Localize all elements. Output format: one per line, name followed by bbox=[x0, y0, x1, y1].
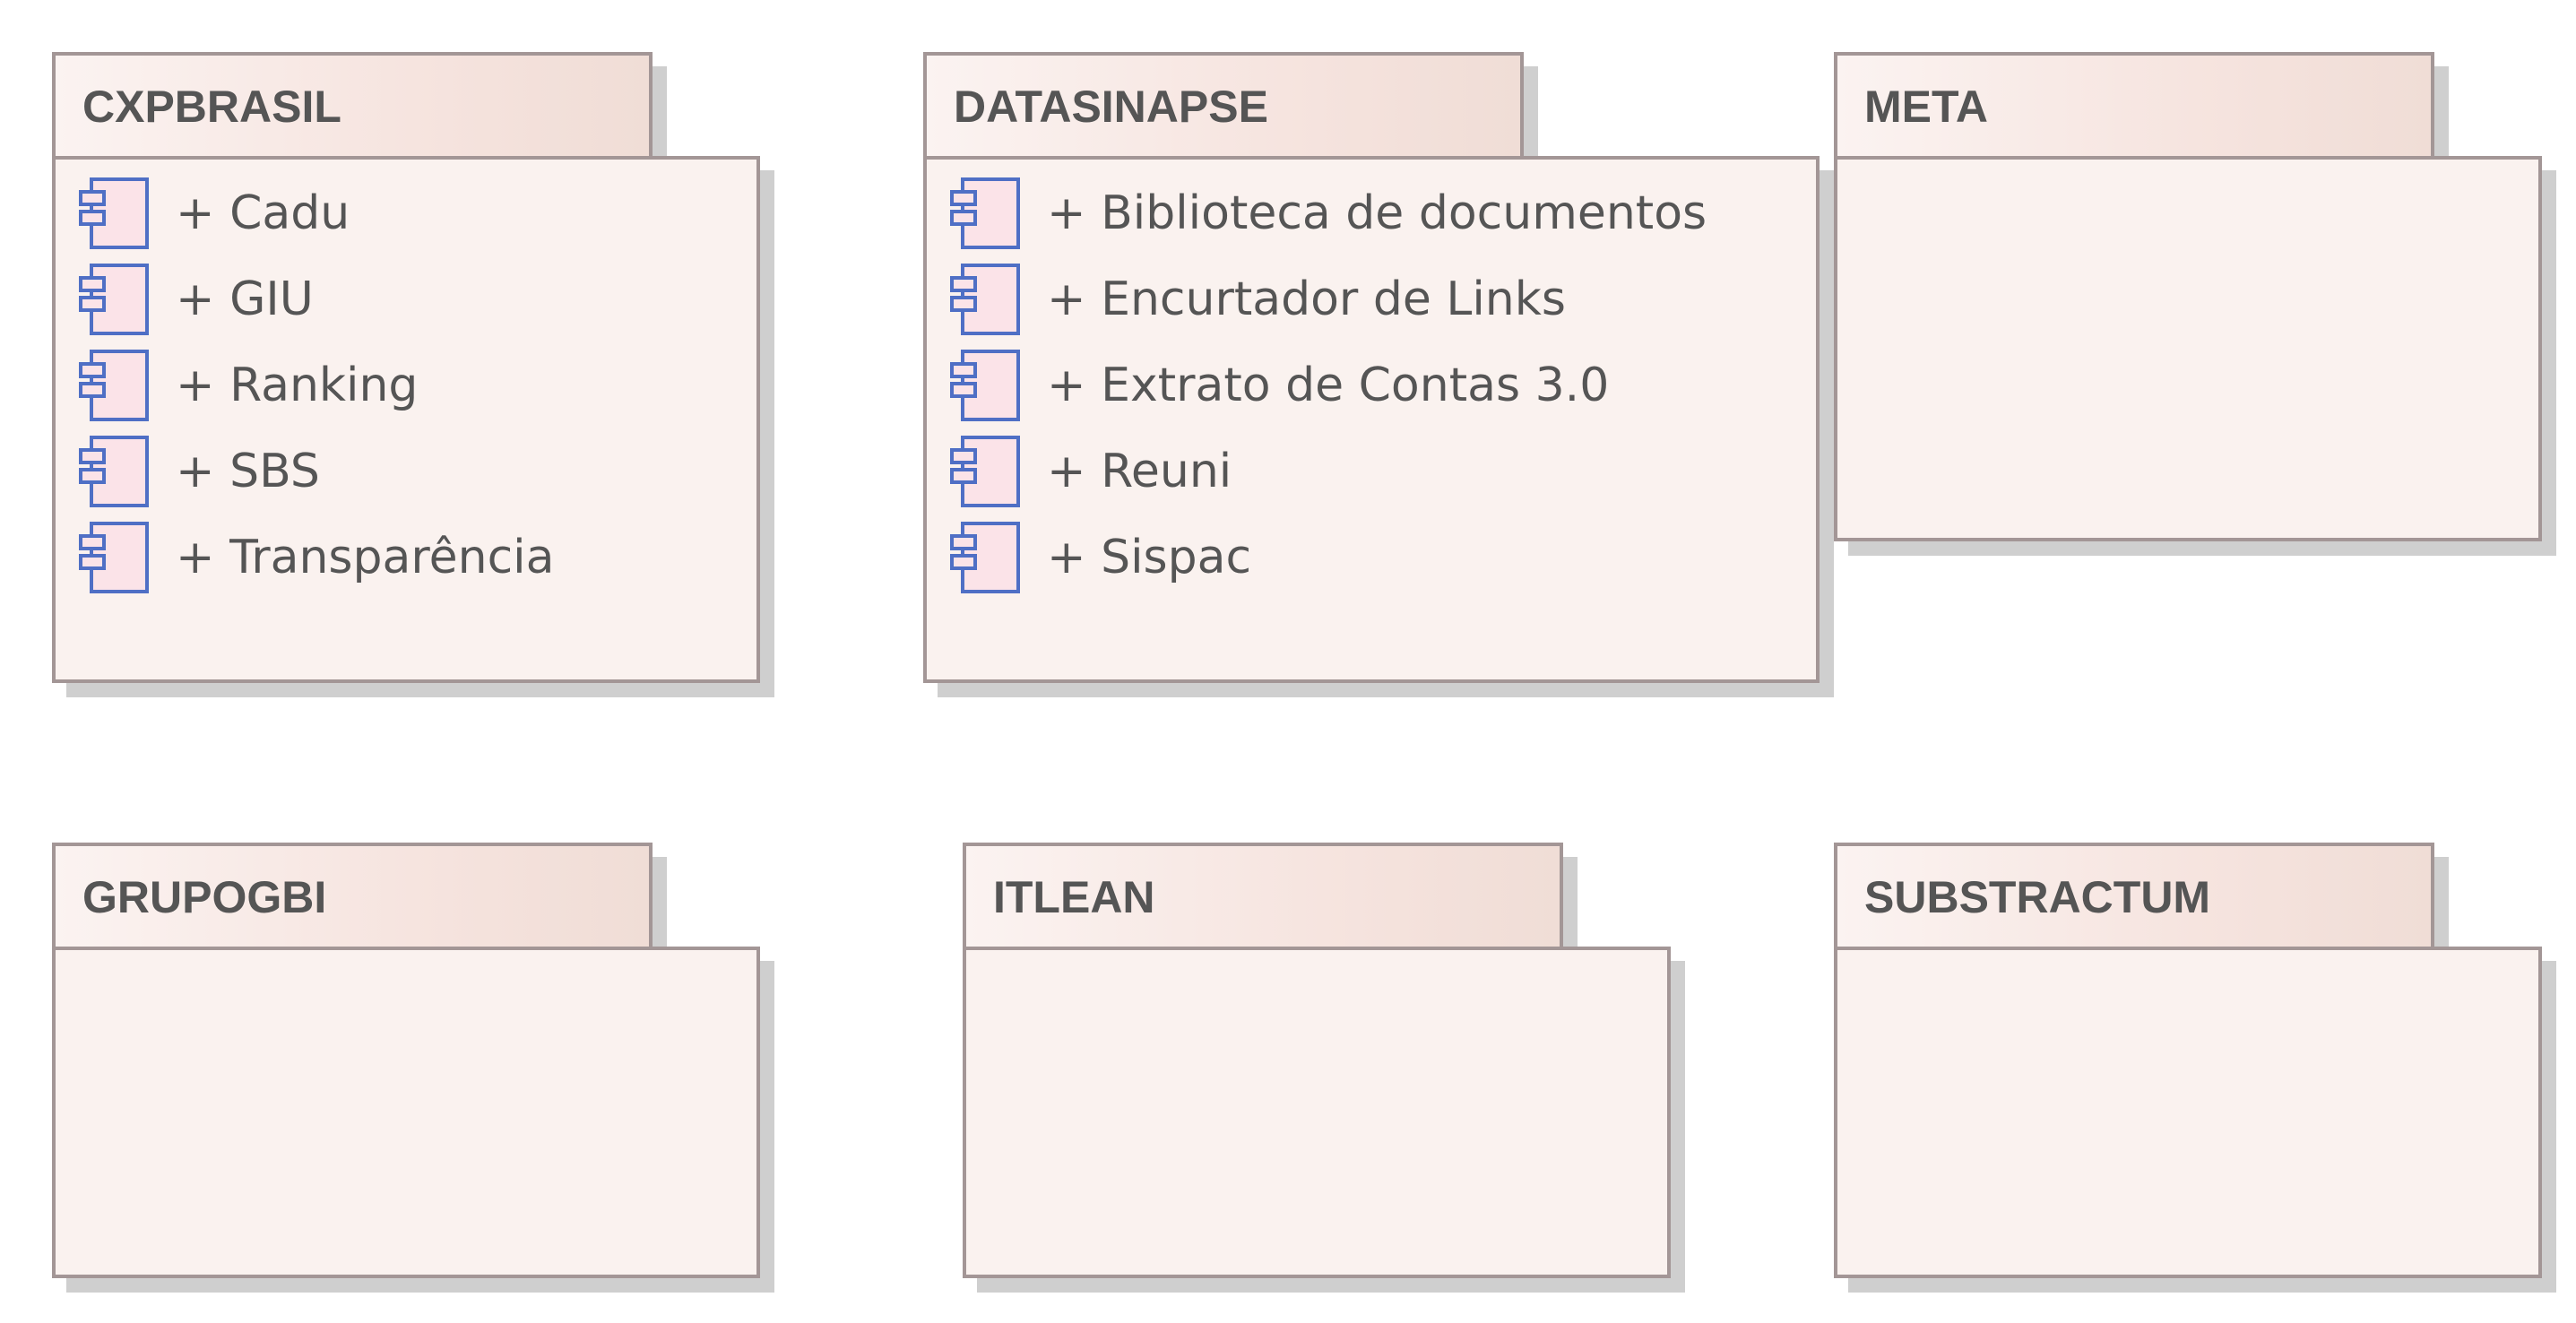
component-icon bbox=[79, 177, 149, 249]
component-item[interactable]: + Sispac bbox=[948, 518, 1251, 597]
component-icon bbox=[950, 436, 1020, 507]
component-item[interactable]: + SBS bbox=[77, 432, 320, 511]
component-label: + Cadu bbox=[176, 186, 350, 240]
package-body: + Cadu + GIU + Ranking + SBS + Transparê… bbox=[52, 156, 760, 683]
component-icon bbox=[79, 350, 149, 421]
component-label: + SBS bbox=[176, 445, 320, 498]
component-label: + Encurtador de Links bbox=[1047, 272, 1566, 326]
component-item[interactable]: + GIU bbox=[77, 260, 314, 339]
component-icon bbox=[79, 264, 149, 335]
package-tab: DATASINAPSE bbox=[923, 52, 1524, 160]
package-name: CXPBRASIL bbox=[82, 82, 341, 132]
package-tab: META bbox=[1834, 52, 2434, 160]
component-item[interactable]: + Ranking bbox=[77, 346, 418, 425]
component-item[interactable]: + Transparência bbox=[77, 518, 554, 597]
component-item[interactable]: + Extrato de Contas 3.0 bbox=[948, 346, 1609, 425]
component-icon bbox=[79, 522, 149, 593]
package-name: META bbox=[1864, 82, 1988, 132]
component-label: + Sispac bbox=[1047, 531, 1252, 584]
package-body bbox=[1834, 156, 2542, 541]
component-label: + Reuni bbox=[1047, 445, 1232, 498]
package-tab: ITLEAN bbox=[963, 843, 1563, 950]
package-name: ITLEAN bbox=[993, 872, 1155, 922]
package-tab: GRUPOGBI bbox=[52, 843, 653, 950]
component-label: + Extrato de Contas 3.0 bbox=[1047, 359, 1610, 412]
component-icon bbox=[950, 350, 1020, 421]
package-name: GRUPOGBI bbox=[82, 872, 327, 922]
package-name: SUBSTRACTUM bbox=[1864, 872, 2211, 922]
package-body bbox=[963, 947, 1671, 1278]
package-body bbox=[1834, 947, 2542, 1278]
component-icon bbox=[79, 436, 149, 507]
component-item[interactable]: + Reuni bbox=[948, 432, 1232, 511]
component-icon bbox=[950, 522, 1020, 593]
package-tab: CXPBRASIL bbox=[52, 52, 653, 160]
component-item[interactable]: + Encurtador de Links bbox=[948, 260, 1566, 339]
package-tab: SUBSTRACTUM bbox=[1834, 843, 2434, 950]
component-icon bbox=[950, 177, 1020, 249]
component-label: + Transparência bbox=[176, 531, 555, 584]
component-label: + GIU bbox=[176, 272, 314, 326]
package-body: + Biblioteca de documentos + Encurtador … bbox=[923, 156, 1820, 683]
component-label: + Biblioteca de documentos bbox=[1047, 186, 1707, 240]
component-item[interactable]: + Biblioteca de documentos bbox=[948, 174, 1707, 253]
package-body bbox=[52, 947, 760, 1278]
package-name: DATASINAPSE bbox=[954, 82, 1268, 132]
component-label: + Ranking bbox=[176, 359, 419, 412]
component-item[interactable]: + Cadu bbox=[77, 174, 350, 253]
component-icon bbox=[950, 264, 1020, 335]
